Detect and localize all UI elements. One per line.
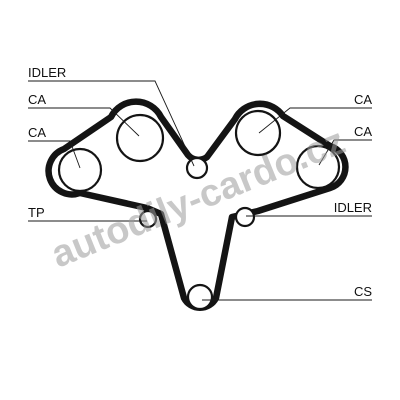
label-cs: CS	[354, 284, 372, 299]
crankshaft-pulley	[186, 283, 214, 311]
label-idler-top: IDLER	[28, 65, 66, 80]
label-ca-right-lower: CA	[354, 124, 372, 139]
camshaft-pulley-left-upper	[115, 113, 165, 163]
leader-idler-top	[28, 80, 195, 167]
leader-ca-left-upper	[28, 107, 140, 137]
label-idler-right: IDLER	[334, 200, 372, 215]
label-tp: TP	[28, 205, 45, 220]
label-ca-left-lower: CA	[28, 125, 46, 140]
timing-belt	[45, 98, 349, 311]
leader-ca-right-upper	[258, 107, 372, 134]
idler-pulley-top	[185, 156, 209, 180]
tensioner-pulley	[138, 209, 158, 229]
label-ca-left-upper: CA	[28, 92, 46, 107]
leader-ca-right-lower	[318, 139, 372, 166]
leader-ca-left-lower	[28, 140, 81, 169]
camshaft-pulley-right-upper	[234, 109, 282, 157]
label-ca-right-upper: CA	[354, 92, 372, 107]
idler-pulley-right	[234, 206, 256, 228]
camshaft-pulley-right-lower	[295, 144, 341, 190]
camshaft-pulley-left-lower	[57, 147, 103, 193]
